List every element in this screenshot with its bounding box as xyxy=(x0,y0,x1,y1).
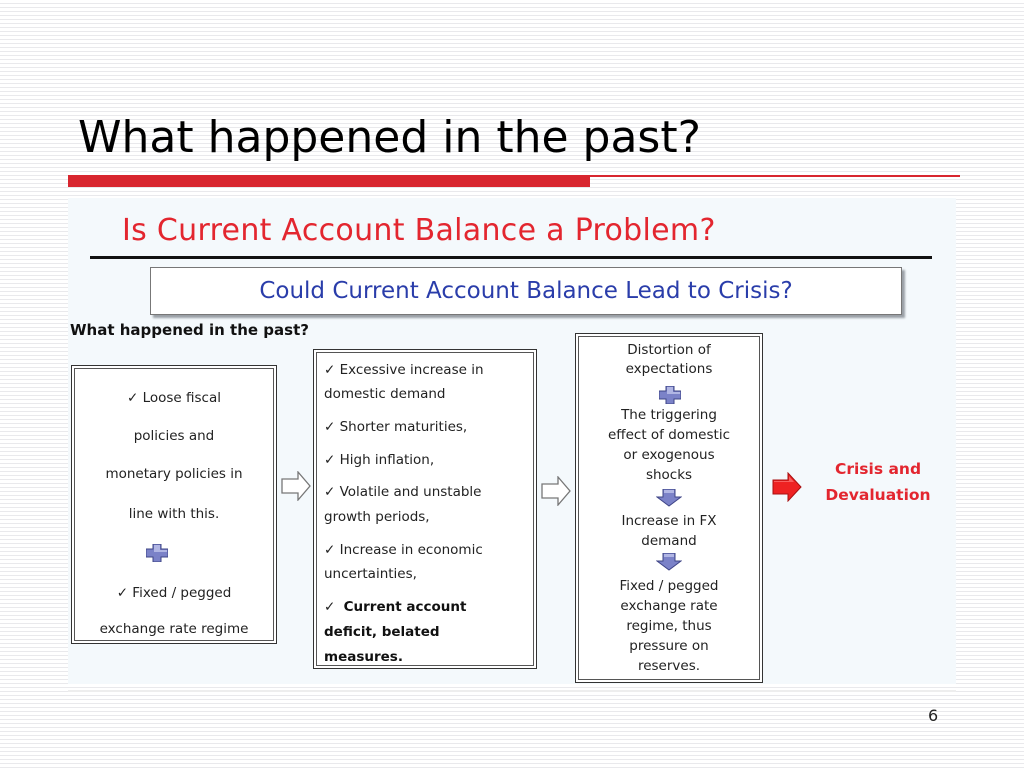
mechanism-box: Distortion of expectations The triggerin… xyxy=(575,333,763,683)
check-mark: ✓ xyxy=(324,599,336,615)
mechanism-line: effect of domestic xyxy=(607,427,730,443)
title-rule-thin-line xyxy=(590,175,960,177)
conditions-line: ✓ Shorter maturities, xyxy=(324,419,468,435)
conditions-line: ✓ Volatile and unstable xyxy=(324,484,482,500)
down-arrow-icon xyxy=(656,553,682,571)
slide-title: What happened in the past? xyxy=(78,112,701,163)
diagram-subheading: Could Current Account Balance Lead to Cr… xyxy=(259,278,793,304)
mechanism-line: The triggering xyxy=(621,407,717,423)
result-line-1: Crisis and xyxy=(834,460,922,478)
mechanism-line: Increase in FX xyxy=(621,513,717,529)
mechanism-line: expectations xyxy=(625,361,713,377)
page-number: 6 xyxy=(928,706,939,725)
result-label: Crisis and Devaluation xyxy=(808,456,948,508)
causes-box: ✓ Loose fiscal policies and monetary pol… xyxy=(71,365,277,644)
title-rule-red-bar xyxy=(68,175,590,187)
mechanism-line: reserves. xyxy=(637,658,701,674)
red-arrow-icon xyxy=(772,472,802,502)
result-line-2: Devaluation xyxy=(825,486,931,504)
conditions-line: ✓ High inflation, xyxy=(324,452,435,468)
causes-line: ✓ Fixed / pegged xyxy=(116,585,232,601)
subheading-box: Could Current Account Balance Lead to Cr… xyxy=(150,267,902,315)
conditions-line: growth periods, xyxy=(324,509,430,525)
conditions-bold-text: Current account xyxy=(343,599,467,615)
mechanism-line: regime, thus xyxy=(626,618,712,634)
causes-line: policies and xyxy=(133,428,215,444)
mechanism-line: pressure on xyxy=(629,638,709,654)
causes-line: ✓ Loose fiscal xyxy=(126,390,222,406)
conditions-line: ✓ Current account xyxy=(324,597,466,617)
mechanism-line: demand xyxy=(641,533,697,549)
hollow-arrow-icon xyxy=(541,476,571,506)
heading-rule xyxy=(90,256,932,259)
plus-icon xyxy=(146,544,168,562)
conditions-line: domestic demand xyxy=(324,386,446,402)
down-arrow-icon xyxy=(656,489,682,507)
causes-line: exchange rate regime xyxy=(99,621,249,637)
conditions-line: uncertainties, xyxy=(324,566,417,582)
mechanism-line: exchange rate xyxy=(620,598,718,614)
mechanism-line: shocks xyxy=(645,467,693,483)
mechanism-line: Distortion of xyxy=(627,342,711,358)
causes-line: line with this. xyxy=(128,506,220,522)
section-label: What happened in the past? xyxy=(70,321,309,339)
mechanism-line: or exogenous xyxy=(623,447,715,463)
diagram-panel-bottom-rule xyxy=(68,690,956,692)
hollow-arrow-icon xyxy=(281,471,311,501)
conditions-line: ✓ Increase in economic xyxy=(324,542,483,558)
conditions-bold-line: deficit, belated xyxy=(324,624,440,640)
plus-icon xyxy=(659,386,681,404)
conditions-box: ✓ Excessive increase in domestic demand … xyxy=(313,349,537,669)
diagram-heading: Is Current Account Balance a Problem? xyxy=(122,213,716,248)
conditions-bold-line: measures. xyxy=(324,649,403,665)
causes-line: monetary policies in xyxy=(105,466,243,482)
mechanism-line: Fixed / pegged xyxy=(619,578,719,594)
conditions-line: ✓ Excessive increase in xyxy=(324,362,484,378)
